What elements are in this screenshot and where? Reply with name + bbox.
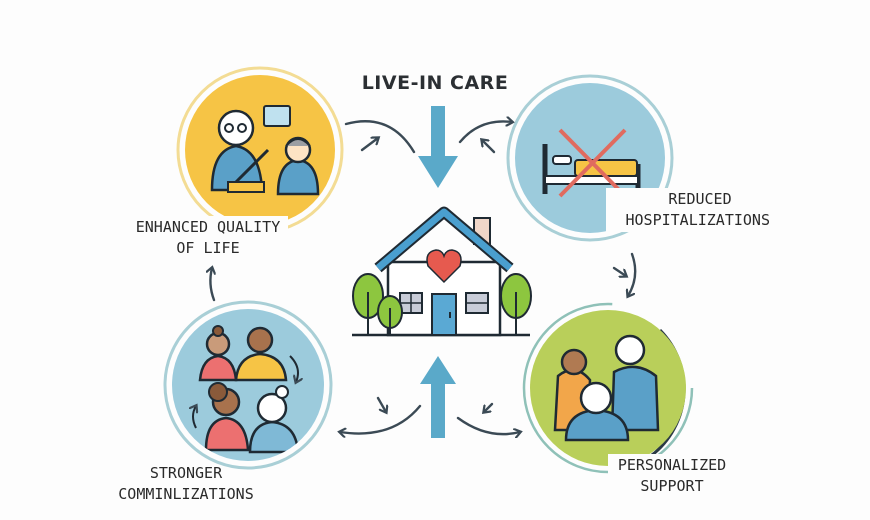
label-stronger-communities: STRONGER COMMINLIZATIONS <box>98 462 274 506</box>
label-line: ENHANCED QUALITY <box>135 218 281 236</box>
node-stronger-communities <box>163 300 333 470</box>
label-enhanced-quality: ENHANCED QUALITY OF LIFE <box>128 216 288 260</box>
label-reduced-hospitalizations: REDUCED HOSPITALIZATIONS <box>606 188 774 232</box>
label-line: SUPPORT <box>640 477 704 495</box>
down-arrow-icon <box>418 106 458 188</box>
label-line: COMMINLIZATIONS <box>118 485 254 503</box>
label-line: STRONGER <box>149 464 223 482</box>
label-personalized-support: PERSONALIZED SUPPORT <box>608 454 736 498</box>
up-arrow-icon <box>420 356 456 438</box>
caregivers-with-elder-icon <box>553 334 660 442</box>
node-personalized-support <box>522 302 694 474</box>
label-line: OF LIFE <box>176 239 240 257</box>
elder-and-child-icon <box>210 105 320 196</box>
label-line: HOSPITALIZATIONS <box>625 211 771 229</box>
node-enhanced-quality <box>176 66 344 234</box>
house-with-heart-icon <box>352 206 532 337</box>
diagram-title: LIVE-IN CARE <box>361 72 509 94</box>
family-generations-icon <box>193 325 298 454</box>
cycle-arrows <box>210 121 637 434</box>
label-line: REDUCED <box>668 190 732 208</box>
tree-icon <box>352 273 532 335</box>
label-line: PERSONALIZED <box>617 456 727 474</box>
